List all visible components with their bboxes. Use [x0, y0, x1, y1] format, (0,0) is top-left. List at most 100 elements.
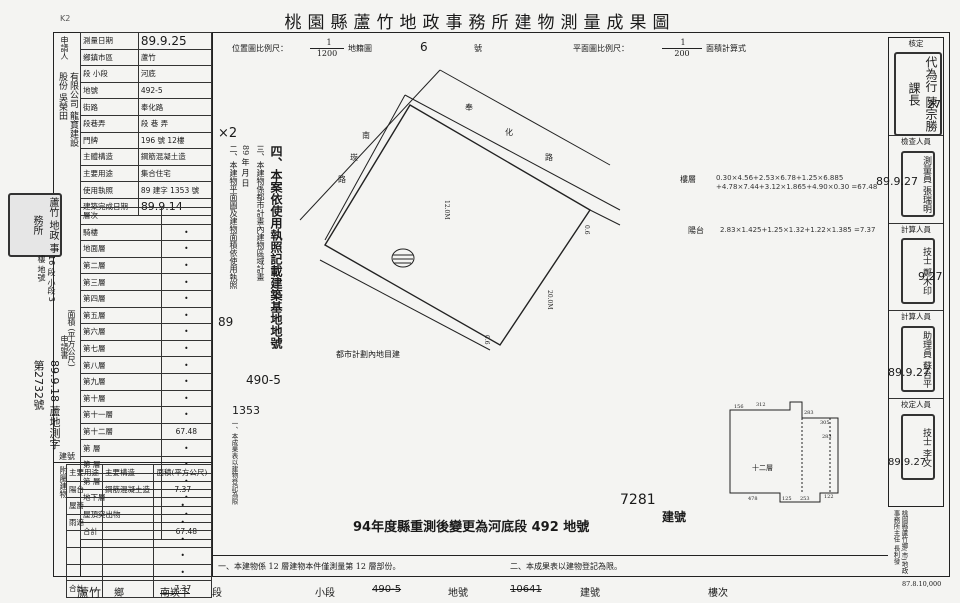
main-formula: 0.30×4.56+2.53×6.78+1.25×6.885 +4.78×7.4… [716, 174, 878, 191]
corner-mark: K2 [60, 14, 71, 23]
table-row: 第 層• [80, 439, 213, 457]
apply-no-label: 申請書 [60, 335, 69, 359]
floor-name: 第二層 [80, 256, 162, 275]
apply-no: 89.9.18 蘆地測字第2732號 [32, 360, 61, 450]
note-x2: ×2 [218, 126, 238, 141]
table-row: 第二層• [80, 256, 213, 275]
floor-area: • [160, 223, 213, 242]
table-row: 第十一層• [80, 406, 213, 424]
table-row: 雨遮• [65, 513, 212, 532]
main-struct-label: 主體構造 [80, 148, 139, 166]
caption-build-label: 建號 [662, 510, 687, 524]
floor-name: 第十二層 [80, 422, 162, 441]
road-label-3: 路 [545, 152, 553, 162]
floor-name: 第十一層 [80, 406, 162, 424]
annex-use: 屋簷 [65, 497, 104, 515]
table-row: 第七層• [80, 339, 213, 358]
annex-area: • [153, 546, 212, 565]
table-row: 第四層• [80, 289, 213, 308]
lane: 段 巷 弄 [137, 114, 213, 133]
main-formula-label: 樓層 [680, 175, 696, 184]
road-edge [319, 259, 491, 351]
note-permit: 1353 [232, 404, 260, 417]
township-label: 鄉鎮市區 [80, 48, 139, 67]
check-stamp: 代為行 陳宗勝 課長 [894, 52, 942, 136]
table-row: • [65, 530, 212, 548]
floor-name: 第三層 [80, 273, 162, 291]
checker-stamp: 測量員 張瑞明 [901, 151, 935, 217]
floor-area: • [160, 306, 213, 325]
footer-build-suffix: 建號 [580, 588, 600, 599]
table-row: 騎樓• [80, 223, 213, 242]
annex-use [65, 530, 104, 548]
note-4: 四、本案依使用執照記載建築基地地號 [269, 145, 283, 349]
plan-dim-label: 478 [748, 496, 758, 502]
location-scale-label: 位置圖比例尺： [232, 44, 288, 53]
permit-label: 使用執照 [80, 181, 139, 199]
building-symbol [391, 248, 415, 268]
road-edge [299, 69, 441, 221]
main-use-label: 主要用途 [80, 164, 139, 183]
floor-name: 第九層 [80, 372, 162, 391]
footer-build: 10641 [510, 584, 542, 595]
township: 蘆竹 [137, 48, 213, 67]
floor-name: 第五層 [80, 306, 162, 325]
parcel-outline [324, 104, 591, 346]
checker-label: 檢查人員 [889, 135, 943, 147]
table-row: 第八層• [80, 356, 213, 374]
annex-struct [102, 530, 155, 548]
survey-label: 校定人員 [889, 398, 943, 410]
footer-township: 蘆竹 [77, 586, 102, 600]
annex-struct: 鋼筋混凝土造 [102, 480, 155, 499]
area-header [160, 207, 213, 225]
table-row: 第五層• [80, 306, 213, 325]
annex-use [65, 563, 104, 582]
table-row: 屋簷• [65, 497, 212, 515]
floor-name: 第六層 [80, 323, 162, 341]
form-no: 87.8.10,000 [902, 580, 942, 588]
main-struct: 鋼筋混凝土造 [137, 148, 213, 166]
annex-use: 雨遮 [65, 513, 104, 532]
calc2-label: 計算人員 [889, 310, 943, 322]
table-row: 第三層• [80, 273, 213, 291]
floor-area: • [160, 289, 213, 308]
calc2-stamp: 助理員 蘇台平 [901, 326, 935, 392]
footer-small-section: 小段 [315, 588, 335, 599]
floor-name: 第七層 [80, 339, 162, 358]
sheet-no: 6 [420, 40, 428, 54]
survey-stamp: 技士 李文 [901, 414, 935, 480]
stamp-sub: 16 段 小段 3 樓 地號 [37, 255, 56, 302]
road-label-1: 奉 [465, 102, 473, 112]
sheet-suffix: 號 [474, 44, 482, 53]
note-89: 89 [218, 315, 234, 329]
floor-area: • [160, 372, 213, 391]
survey-date: 89.9.25 [137, 32, 213, 50]
divider [212, 32, 213, 577]
bottom-note-1: 一、本建物係 12 層建物本件僅測量第 12 層部份。 [218, 562, 401, 571]
footer-floor-suffix: 樓次 [708, 588, 728, 599]
annex-col-area: 面積(平方公尺) [153, 464, 212, 482]
annex-struct [102, 497, 155, 515]
dim-label: 0.6 [483, 335, 490, 345]
permit: 89 建字 1353 號 [137, 181, 213, 199]
footer-lot: 490-5 [372, 584, 402, 595]
balcony-formula: 2.83×1.425+1.25×1.32+1.22×1.385 =7.37 [720, 226, 876, 234]
table-row: • [65, 563, 212, 582]
check-date: 27 [927, 98, 941, 111]
plan-scale-label: 平面圖比例尺： [573, 44, 629, 53]
annex-area: • [153, 530, 212, 548]
annex-col-struct: 主要構造 [102, 464, 155, 482]
floor-area: • [160, 240, 213, 258]
floor-area: 67.48 [160, 422, 213, 441]
document-frame [53, 32, 950, 577]
plan-dim-label: 125 [782, 496, 792, 502]
lot: 492-5 [137, 81, 213, 100]
road-edge [439, 69, 611, 166]
door-label: 門牌 [80, 131, 139, 150]
dim-line [589, 209, 621, 226]
room-label: 十二層 [752, 463, 773, 472]
street-label: 街路 [80, 98, 139, 116]
build-no-label: 建號 [59, 452, 75, 461]
divider [53, 462, 213, 463]
